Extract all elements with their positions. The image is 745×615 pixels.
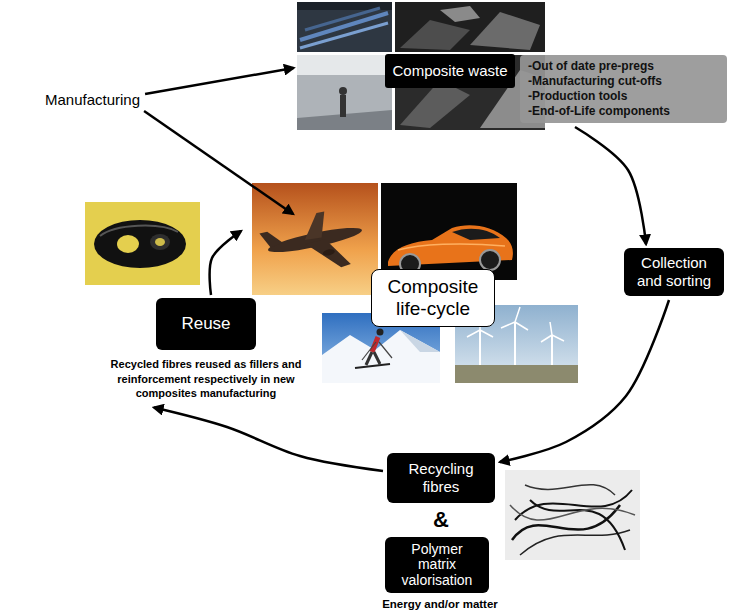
- airplane-photo-part-part: [259, 229, 283, 249]
- description-text: Recycled fibres reused as fillers and re…: [99, 357, 313, 401]
- box-line: -Production tools: [528, 89, 719, 104]
- airplane-photo-part-part: [322, 248, 335, 256]
- process-box: Polymer matrix valorisation: [385, 537, 489, 594]
- car-photo: [381, 183, 517, 280]
- cycle-arrow: [210, 231, 241, 295]
- recycled-part-photo-part: [100, 226, 178, 236]
- waste-photo-part: [297, 55, 392, 130]
- airplane-photo-part-part: [300, 211, 330, 241]
- waste-photo-part: [400, 20, 470, 50]
- fibres-photo-part: [510, 505, 635, 520]
- skier-photo-part: [374, 352, 380, 364]
- process-box: Recycling fibres: [387, 453, 495, 503]
- box-text: Recycling fibres: [393, 460, 489, 496]
- box-line: -End-of-Life components: [528, 104, 719, 119]
- waste-photo: [297, 2, 392, 52]
- box-text: Manufacturing: [45, 91, 140, 109]
- wind-turbine-photo-part: [541, 335, 552, 342]
- wind-turbine-photo-part: [479, 330, 481, 365]
- wind-turbine-photo-part: [455, 365, 578, 383]
- wind-turbine-photo-part: [551, 335, 553, 365]
- cycle-arrow: [145, 68, 293, 94]
- skier-photo-part: [362, 342, 376, 360]
- fibres-photo-part: [505, 470, 640, 560]
- skier-photo-part: [372, 337, 378, 352]
- waste-photo-part: [340, 95, 346, 117]
- cycle-arrow: [500, 300, 669, 462]
- wind-turbine-photo-part: [501, 322, 515, 328]
- car-photo-part: [381, 183, 517, 280]
- box-text: Composite life-cycle: [378, 276, 488, 320]
- wind-turbine-photo-part: [552, 335, 564, 341]
- note-box: -Out of date pre-pregs-Manufacturing cut…: [520, 55, 727, 123]
- wind-turbine-photo-part: [467, 330, 480, 337]
- source-label: Manufacturing: [45, 91, 140, 109]
- waste-photo-part: [297, 2, 392, 52]
- skier-photo-part: [355, 364, 390, 368]
- cycle-arrow: [144, 111, 293, 214]
- process-box: Composite waste: [385, 54, 514, 88]
- recycled-part-photo-part: [85, 202, 200, 285]
- box-text: -Out of date pre-pregs: [528, 59, 719, 74]
- fibres-photo: [505, 470, 640, 560]
- skier-photo-part: [400, 330, 440, 352]
- waste-photo: [297, 55, 392, 130]
- note-text: Energy and/or matter: [382, 597, 498, 611]
- wind-turbine-photo-part: [550, 322, 552, 335]
- recycled-part-photo: [85, 202, 200, 285]
- waste-photo-part: [470, 12, 540, 50]
- waste-photo-part: [297, 55, 392, 75]
- fibres-photo-part: [525, 485, 615, 495]
- skier-photo-part: [379, 342, 392, 358]
- process-box: Collection and sorting: [624, 248, 724, 296]
- waste-photo-part: [300, 23, 388, 48]
- waste-photo-part: [339, 87, 347, 95]
- waste-photo-part: [395, 2, 545, 52]
- box-text: Collection and sorting: [631, 254, 717, 290]
- recycled-part-photo-part: [155, 238, 165, 246]
- recycled-part-photo-part: [94, 220, 186, 268]
- wind-turbine-photo-part: [515, 307, 520, 322]
- cycle-arrow: [575, 127, 646, 244]
- process-box: Reuse: [156, 298, 256, 350]
- waste-photo: [395, 2, 545, 52]
- skier-photo-part: [322, 330, 440, 383]
- airplane-photo-part-part: [305, 235, 351, 274]
- box-text: Polymer matrix valorisation: [393, 542, 481, 589]
- fibres-photo-part: [530, 500, 625, 550]
- airplane-photo-part: [258, 205, 369, 283]
- fibres-photo-part: [520, 530, 630, 555]
- car-photo-part: [452, 229, 500, 240]
- wind-turbine-photo-part: [514, 322, 516, 365]
- wind-turbine-photo-part: [515, 322, 528, 330]
- ampersand: &: [433, 508, 449, 532]
- box-line: -Manufacturing cut-offs: [528, 74, 719, 89]
- cycle-arrow: [154, 408, 383, 472]
- waste-photo-part: [440, 6, 480, 22]
- car-photo-part: [480, 250, 500, 270]
- title-box: Composite life-cycle: [371, 269, 495, 327]
- wind-turbine-photo-part: [480, 330, 493, 337]
- recycled-part-photo-part: [117, 235, 139, 253]
- recycled-part-photo-part: [150, 234, 170, 250]
- box-text: Composite waste: [392, 62, 507, 80]
- box-text: Reuse: [163, 314, 249, 334]
- skier-photo-part: [377, 329, 384, 336]
